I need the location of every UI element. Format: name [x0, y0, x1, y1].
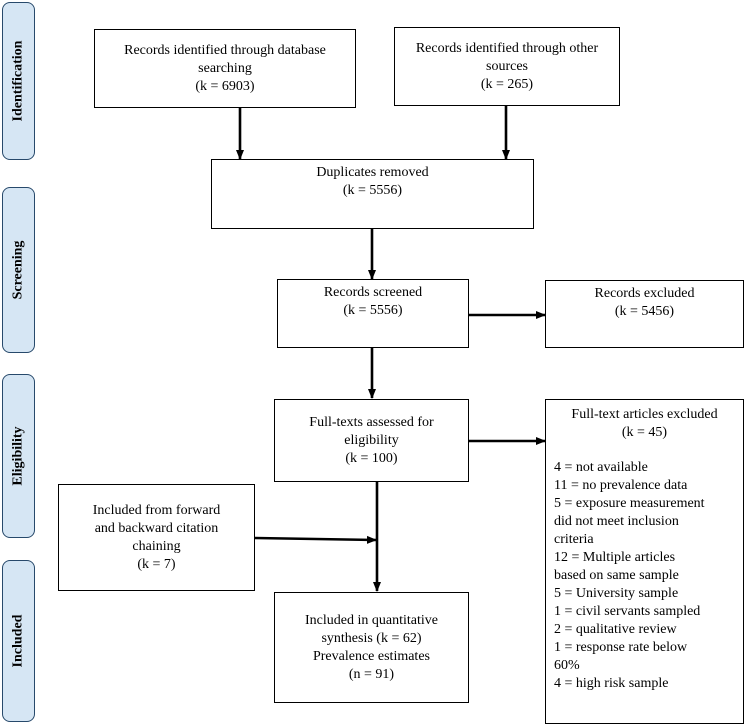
other-line-2: sources: [486, 58, 528, 74]
box-other-records: Records identified through other sources…: [394, 27, 620, 106]
exclusion-reason-5: 5 = University sample: [554, 586, 679, 601]
database-line-1: Records identified through database: [124, 42, 326, 58]
phase-identification: Identification: [2, 2, 35, 160]
citation-line-1: Included from forward: [92, 502, 221, 518]
screened-count: (k = 5556): [343, 303, 403, 318]
arrow-citation-to-included-line: [254, 535, 377, 544]
excluded-label: Records excluded: [594, 286, 695, 301]
duplicates-count: (k = 5556): [342, 183, 403, 198]
fulltext-excluded-count: (k = 45): [621, 425, 668, 440]
box-database-records: Records identified through database sear…: [94, 29, 356, 108]
database-count: (k = 6903): [195, 78, 255, 94]
exclusion-reason-9: 4 = high risk sample: [554, 676, 669, 691]
included-line-2: synthesis (k = 62): [321, 630, 422, 646]
box-records-screened: Records screened (k = 5556): [277, 279, 469, 348]
box-duplicates-removed: Duplicates removed (k = 5556): [211, 159, 534, 229]
screened-label: Records screened: [323, 285, 423, 300]
exclusion-reason-4: 12 = Multiple articles: [554, 550, 676, 565]
other-line-1: Records identified through other: [415, 40, 599, 56]
exclusion-reason-2: 11 = no prevalence data: [554, 478, 688, 493]
included-count: (n = 91): [348, 666, 395, 682]
citation-line-2: and backward citation: [94, 520, 219, 536]
exclusion-reason-8-cont: 60%: [554, 658, 580, 673]
excluded-count: (k = 5456): [614, 304, 675, 319]
fulltext-count: (k = 100): [345, 450, 398, 466]
fulltext-line-2: eligibility: [344, 432, 399, 448]
box-citation-chaining: Included from forward and backward citat…: [58, 484, 255, 591]
phase-screening: Screening: [2, 187, 35, 353]
fulltext-line-1: Full-texts assessed for: [309, 414, 434, 430]
exclusion-reason-4-cont: based on same sample: [554, 568, 679, 583]
fulltext-excluded-title: Full-text articles excluded: [571, 407, 718, 422]
citation-line-3: chaining: [132, 538, 181, 554]
box-records-excluded: Records excluded (k = 5456): [545, 280, 744, 348]
exclusion-reason-7: 2 = qualitative review: [554, 622, 677, 637]
box-fulltext-excluded: Full-text articles excluded (k = 45) 4 =…: [545, 399, 744, 724]
exclusion-reason-3: 5 = exposure measurement: [554, 496, 705, 511]
exclusion-reason-3-cont: did not meet inclusion: [554, 514, 679, 529]
other-count: (k = 265): [480, 76, 534, 92]
duplicates-label: Duplicates removed: [316, 165, 429, 180]
database-line-2: searching: [198, 60, 252, 76]
box-included-synthesis: Included in quantitative synthesis (k = …: [274, 592, 469, 703]
included-line-1: Included in quantitative: [305, 612, 438, 628]
exclusion-reason-1: 4 = not available: [554, 460, 648, 475]
included-line-3: Prevalence estimates: [312, 648, 430, 664]
citation-count: (k = 7): [137, 556, 176, 572]
phase-included: Included: [2, 560, 35, 722]
phase-eligibility: Eligibility: [2, 374, 35, 538]
exclusion-reason-3-cont-2: criteria: [554, 532, 594, 547]
exclusion-reason-8: 1 = response rate below: [554, 640, 688, 655]
exclusion-reason-6: 1 = civil servants sampled: [554, 604, 701, 619]
box-fulltext-assessed: Full-texts assessed for eligibility (k =…: [274, 399, 469, 482]
